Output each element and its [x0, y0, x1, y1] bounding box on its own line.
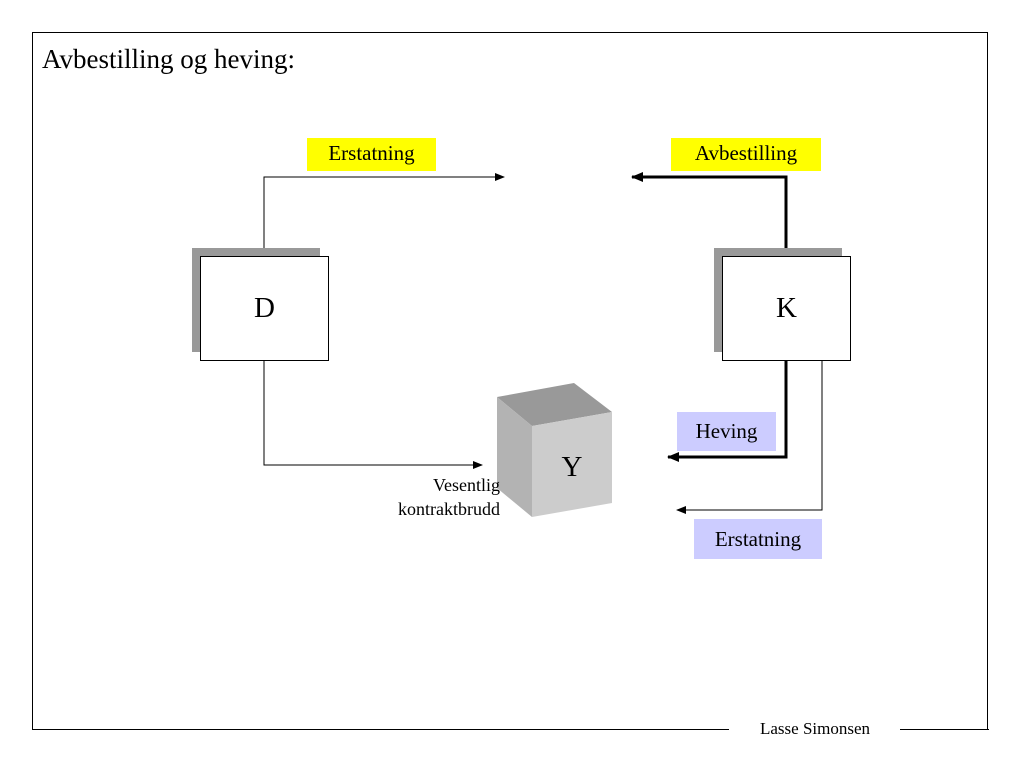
arrow-d-erstatning: [263, 173, 505, 255]
party-k-box: K: [722, 256, 851, 361]
slide-title: Avbestilling og heving:: [42, 44, 295, 74]
heving-label: Heving: [677, 412, 776, 451]
party-k-label: K: [776, 292, 797, 324]
object-y-label: Y: [561, 451, 583, 483]
erstatning-bottom-label: Erstatning: [694, 519, 822, 559]
frame-bottom-rule-right: [900, 729, 989, 730]
party-d-label: D: [254, 292, 275, 324]
footer-author: Lasse Simonsen: [759, 719, 871, 738]
cube-left-face: [497, 397, 532, 517]
cube-top-face: [497, 383, 612, 426]
breach-label-line2: kontraktbrudd: [398, 499, 500, 519]
arrow-k-heving: [667, 360, 788, 462]
erstatning-top-label: Erstatning: [307, 138, 436, 171]
arrow-d-breach: [263, 360, 483, 469]
arrow-k-erstatning: [676, 357, 823, 514]
avbestilling-label: Avbestilling: [671, 138, 821, 171]
cube-front-face: [532, 412, 612, 517]
arrow-k-avbestilling: [631, 172, 788, 255]
frame-bottom-rule-left: [32, 729, 729, 730]
slide-frame: [32, 32, 988, 729]
breach-label-line1: Vesentlig: [433, 475, 500, 495]
breach-label: Vesentlig kontraktbrudd: [340, 473, 500, 521]
party-d-box: D: [200, 256, 329, 361]
